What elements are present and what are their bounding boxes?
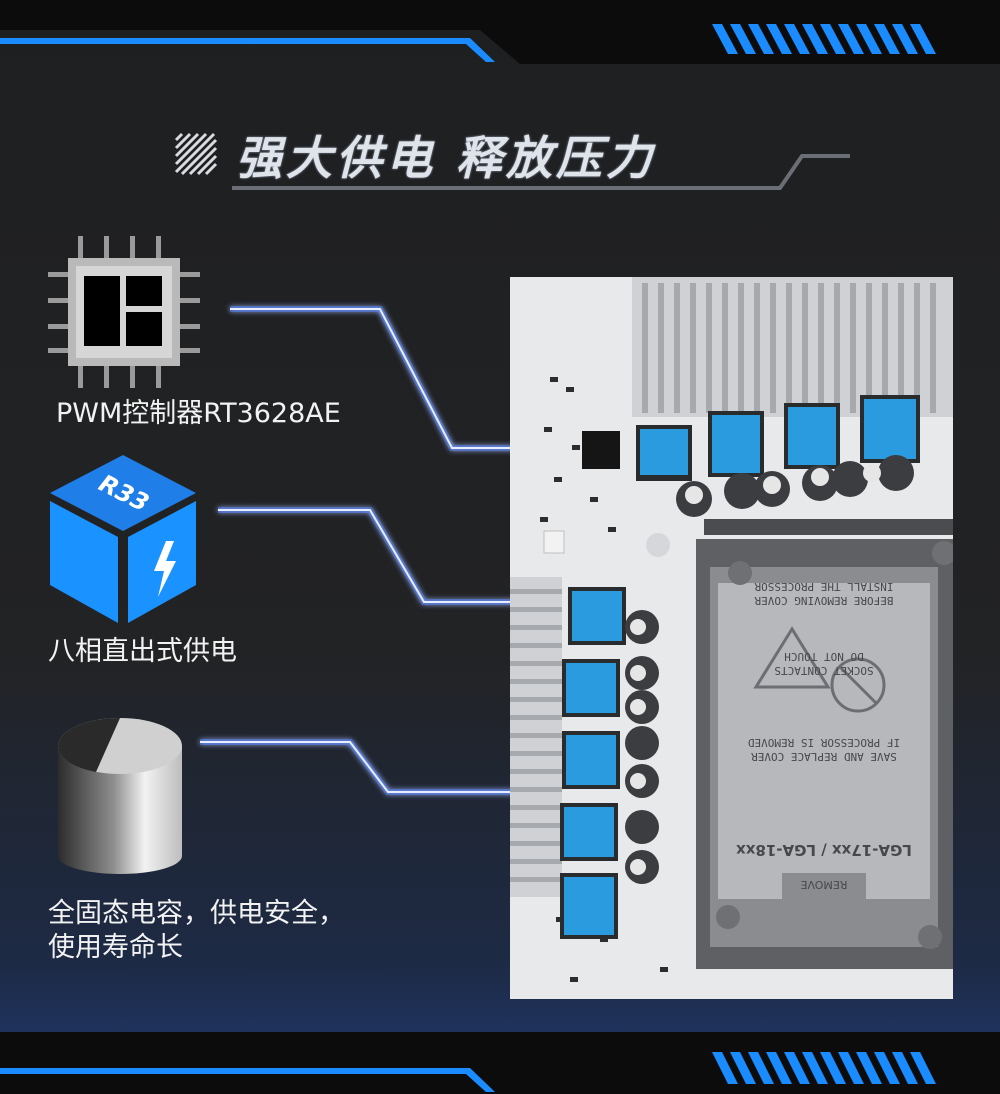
feature-label-phases: 八相直出式供电 xyxy=(48,636,237,667)
left-chokes xyxy=(560,587,626,939)
vrm-heatsink-left xyxy=(510,577,562,897)
capacitor-icon xyxy=(57,718,182,874)
pwm-controller-chip xyxy=(582,431,620,469)
bottom-frame xyxy=(0,1032,1000,1094)
hatch-icon xyxy=(174,132,218,176)
svg-text:LGA-17xx / LGA-18xx: LGA-17xx / LGA-18xx xyxy=(736,841,912,859)
svg-text:BEFORE REMOVING COVER: BEFORE REMOVING COVER xyxy=(754,594,893,607)
svg-text:SAVE AND REPLACE COVER: SAVE AND REPLACE COVER xyxy=(751,750,897,763)
svg-text:IF PROCESSOR IS REMOVED: IF PROCESSOR IS REMOVED xyxy=(748,736,900,749)
feature-label-capacitors-line1: 全固态电容，供电安全， xyxy=(48,898,345,929)
motherboard-vrm-image: SAVE AND REPLACE COVER IF PROCESSOR IS R… xyxy=(510,277,953,999)
bottom-stripes-icon xyxy=(712,1052,936,1084)
cube-r33-icon: R33 xyxy=(50,455,196,623)
title-decoration xyxy=(174,132,850,190)
svg-text:INSTALL THE PROCESSOR: INSTALL THE PROCESSOR xyxy=(754,580,893,593)
chip-icon xyxy=(48,236,200,388)
top-chokes xyxy=(636,395,920,481)
top-frame xyxy=(0,0,1000,64)
lightning-icon xyxy=(154,541,176,597)
svg-text:SOCKET CONTACTS: SOCKET CONTACTS xyxy=(774,664,873,677)
page-title: 强大供电 释放压力 xyxy=(236,131,657,185)
vrm-heatsink-top xyxy=(632,277,953,417)
svg-text:REMOVE: REMOVE xyxy=(800,878,847,891)
svg-text:DO NOT TOUCH: DO NOT TOUCH xyxy=(784,650,863,663)
cpu-socket: SAVE AND REPLACE COVER IF PROCESSOR IS R… xyxy=(696,519,953,969)
title-banner: 强大供电 释放压力 xyxy=(170,118,850,198)
feature-label-capacitors-line2: 使用寿命长 xyxy=(48,932,183,963)
feature-label-controller: PWM控制器RT3628AE xyxy=(56,398,341,429)
top-stripes-icon xyxy=(712,24,936,54)
